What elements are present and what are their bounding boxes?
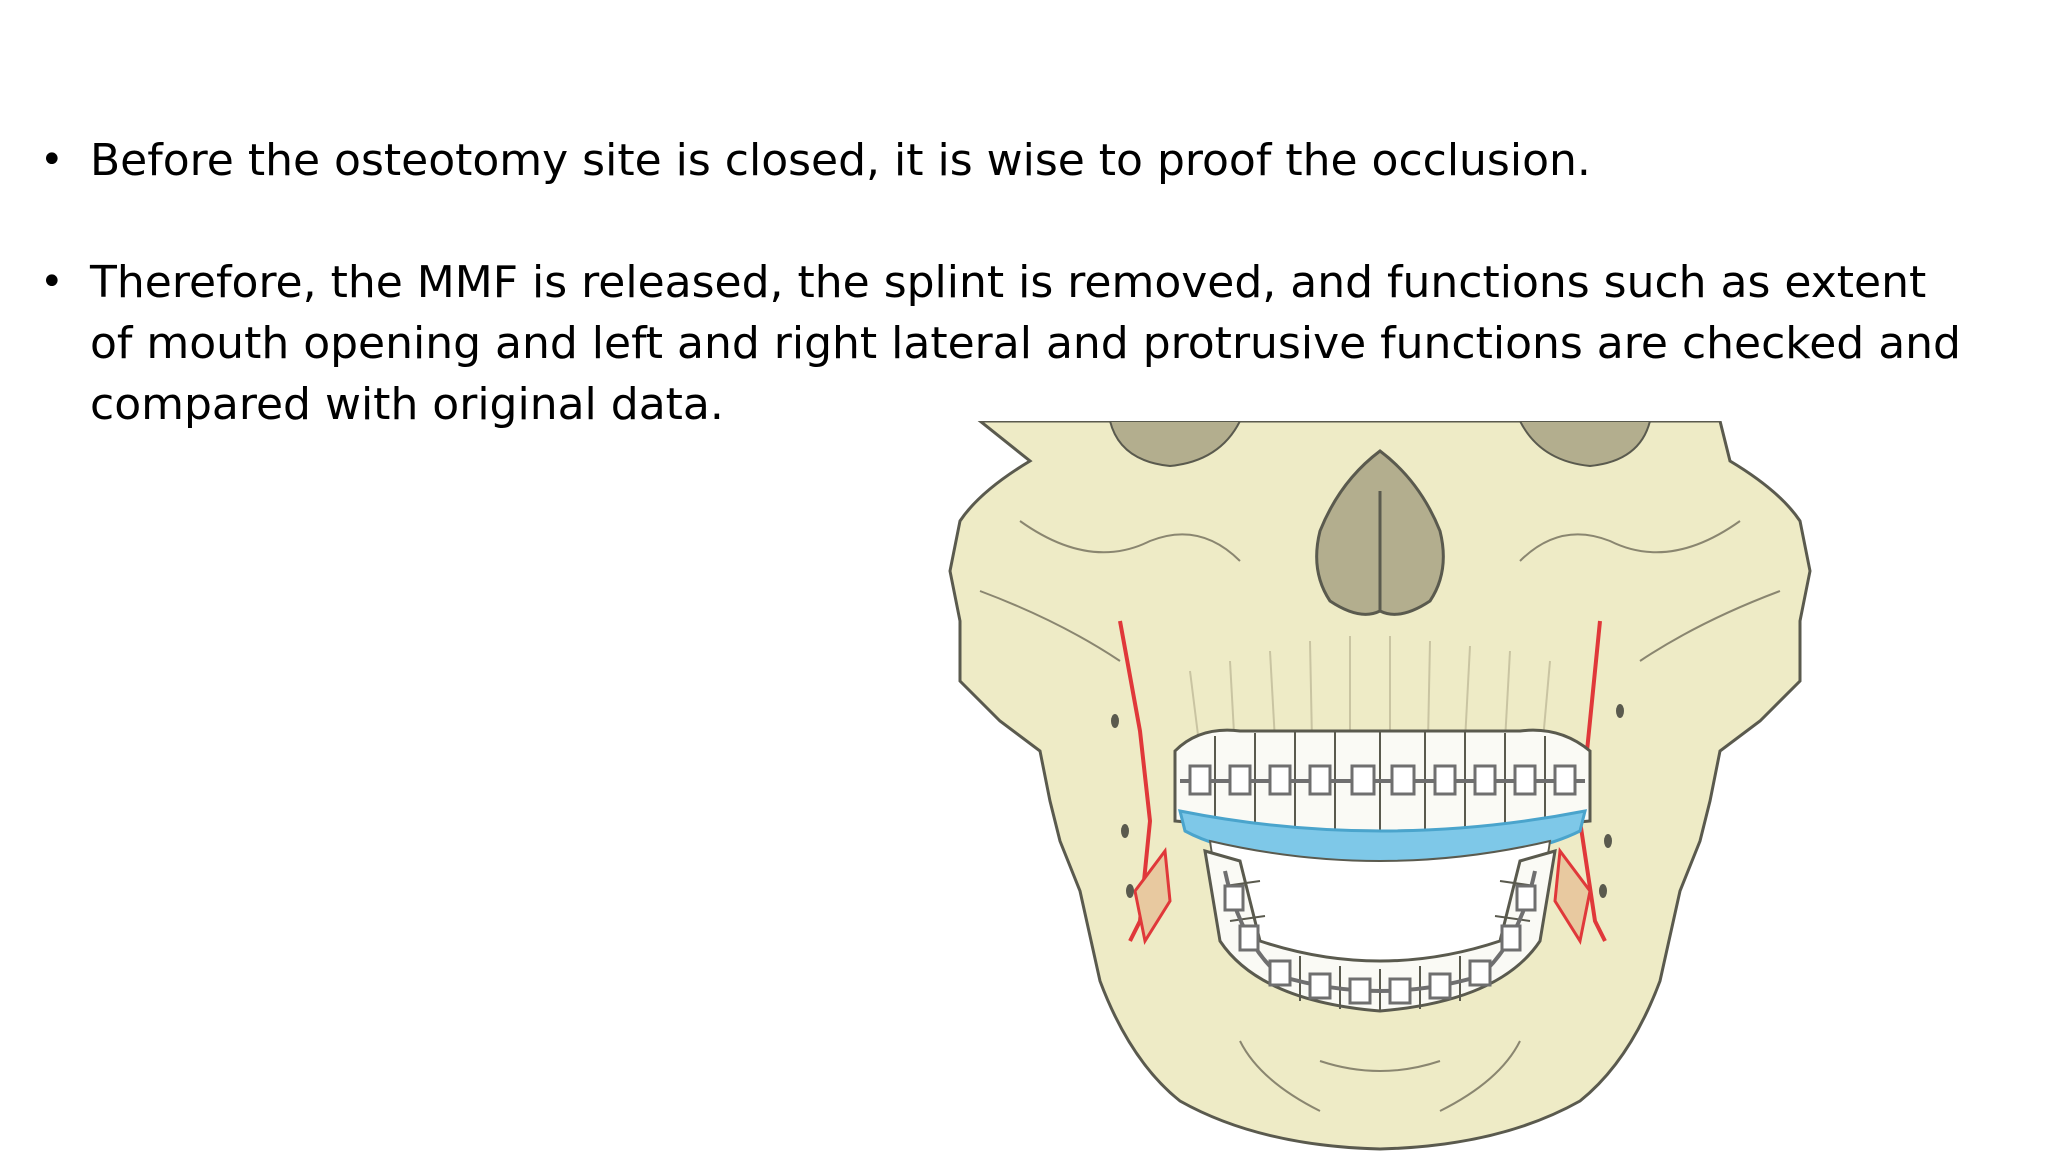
bullet-marker: •	[40, 259, 64, 305]
skull-illustration	[940, 421, 1820, 1152]
bullet-item-1: • Before the osteotomy site is closed, i…	[40, 130, 2000, 191]
bullet-item-2: • Therefore, the MMF is released, the sp…	[40, 252, 2000, 435]
bullet-text: Before the osteotomy site is closed, it …	[90, 135, 1591, 186]
bullet-text: Therefore, the MMF is released, the spli…	[90, 257, 1961, 430]
lower-teeth	[1203, 848, 1557, 1013]
skull-with-braces-icon	[948, 421, 1812, 1151]
left-osteotomy-line	[1118, 620, 1153, 942]
bullet-marker: •	[40, 137, 64, 183]
bullet-list: • Before the osteotomy site is closed, i…	[40, 130, 2000, 435]
